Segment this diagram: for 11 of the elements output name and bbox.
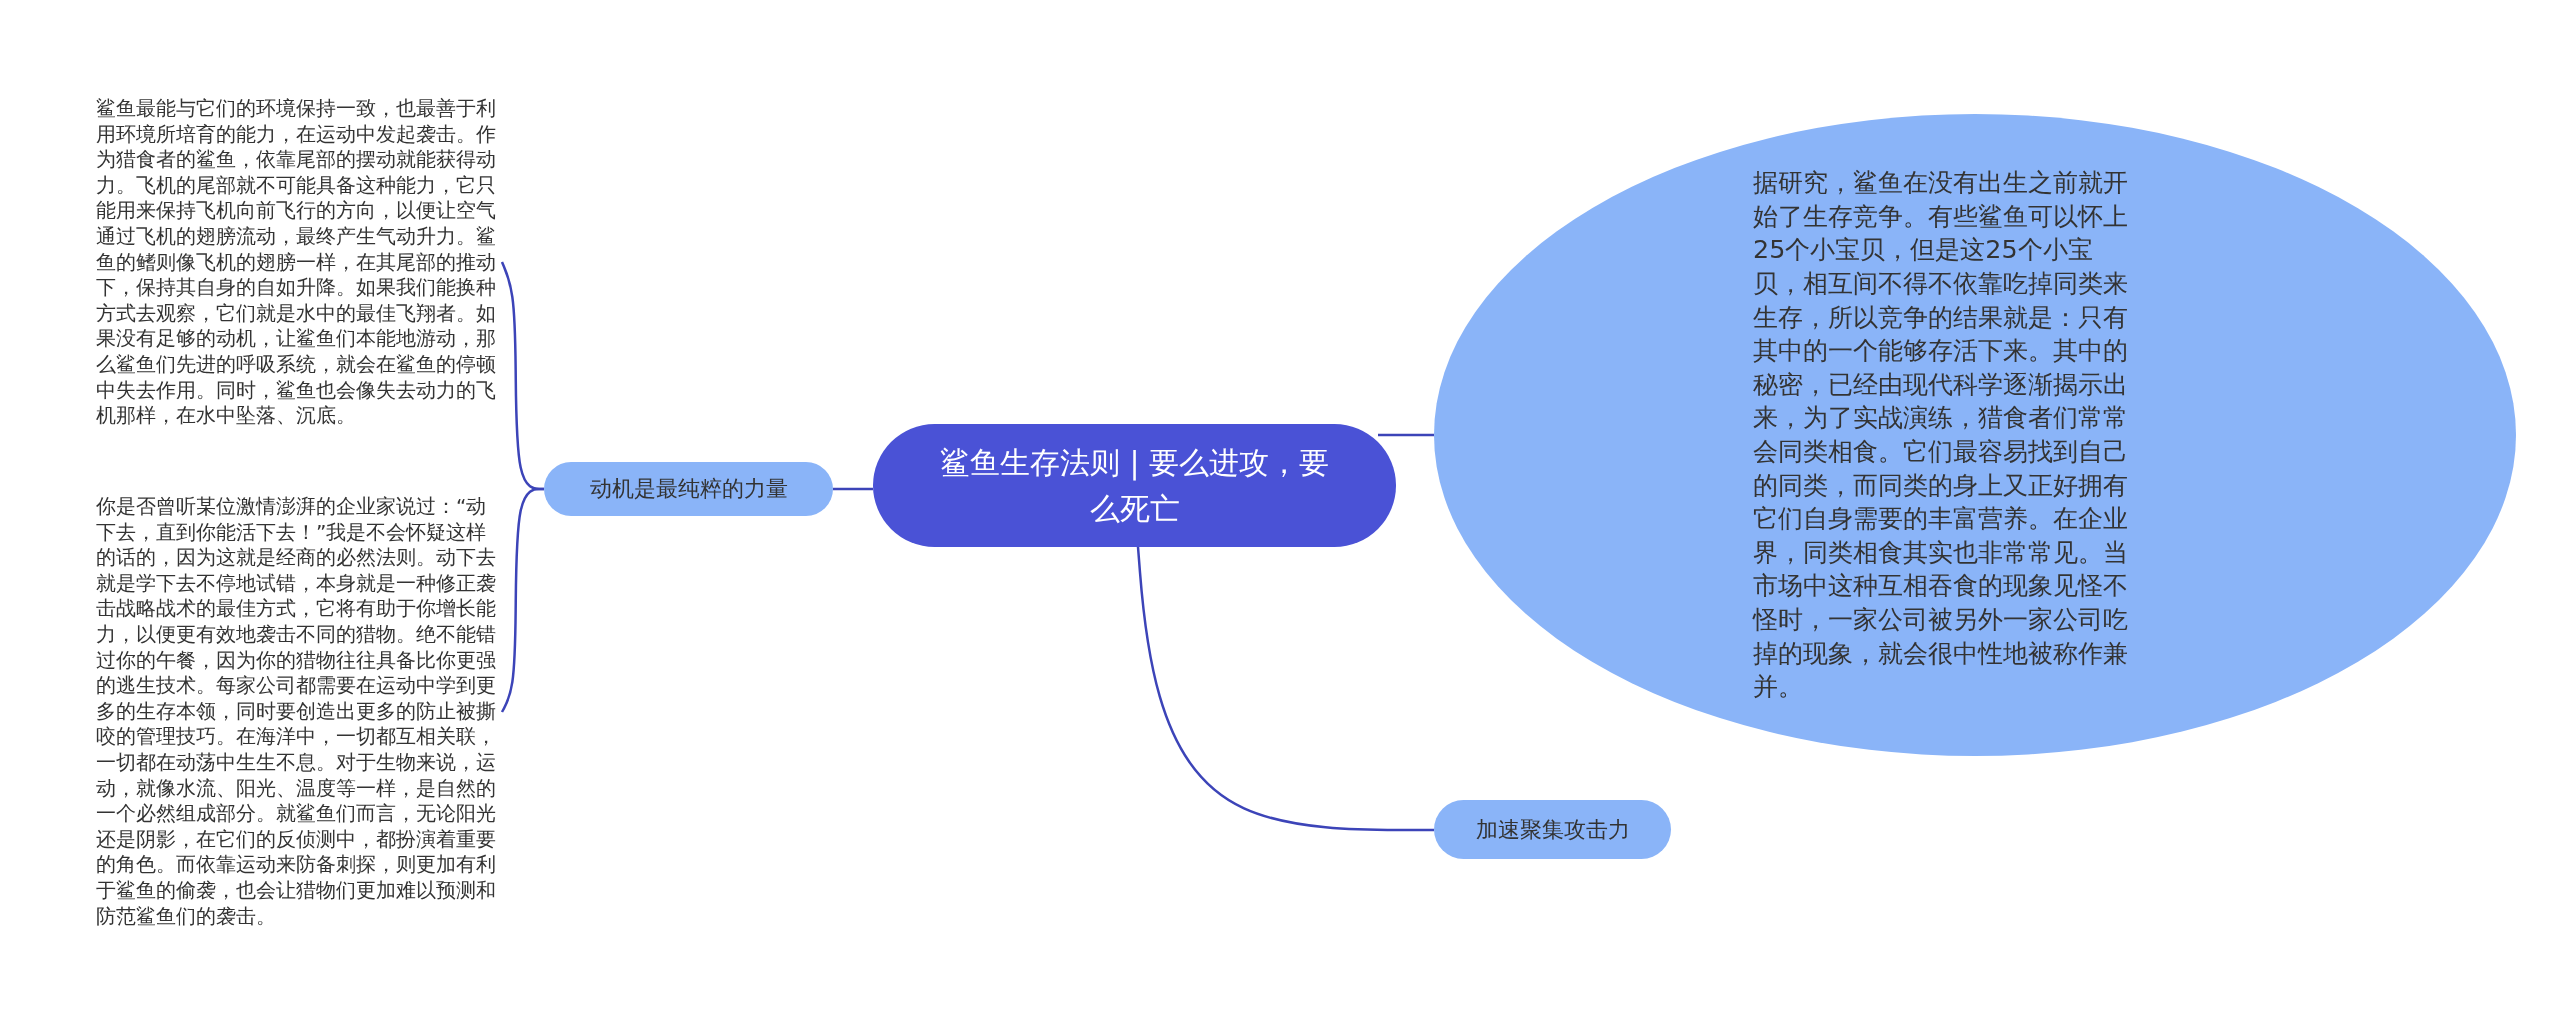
connector-line [1136,546,1434,832]
node-label: 据研究，鲨鱼在没有出生之前就开始了生存竞争。有些鲨鱼可以怀上25个小宝贝，但是这25个小宝贝，相互间不得不依靠吃掉同类来生存，所以竞争的结果就是：只有其中的一个能够存活下来。其中的秘密，已经由现代科学逐渐揭示出来，为了实战演练，猎食者们常常会同类相食。它们最容易找到自己的同类，而同类的身上又正好拥有它们自身需要的丰富营养。在企业界，同类相食其实也非常常见。当市场中这种互相吞食的现象见怪不怪时，一家公司被另外一家公司吃掉的现象，就会很中性地被称作兼并。 [1753,166,2129,704]
paragraph: 鲨鱼最能与它们的环境保持一致，也最善于利用环境所培育的能力，在运动中发起袭击。作为猎食者的鲨鱼，依靠尾部的摆动就能获得动力。飞机的尾部就不可能具备这种能力，它只能用来保持飞机向前飞行的方向，以便让空气通过飞机的翅膀流动，最终产生气动升力。鲨鱼的鳍则像飞机的翅膀一样，在其尾部的推动下，保持其自身的自如升降。如果我们能换种方式去观察，它们就是水中的最佳飞翔者。如果没有足够的动机，让鲨鱼们本能地游动，那么鲨鱼们先进的呼吸系统，就会在鲨鱼的停顿中失去作用。同时，鲨鱼也会像失去动力的飞机那样，在水中坠落、沉底。 [96,96,497,429]
node-label: 加速聚集攻击力 [1474,815,1631,844]
node-label: 动机是最纯粹的力量 [588,475,789,503]
connector-line [500,487,544,713]
node-label: 鲨鱼生存法则 | 要么进攻，要么死亡 [939,443,1330,528]
connector-line [833,487,873,491]
connector-line [1378,433,1434,437]
topic-node [544,462,833,516]
paragraph: 你是否曾听某位激情澎湃的企业家说过：“动下去，直到你能活下去！”我是不会怀疑这样的话的，因为这就是经商的必然法则。动下去就是学下去不停地试错，本身就是一种修正袭击战略战术的最佳方式，它将有助于你增长能力，以便更有效地袭击不同的猎物。绝不能错过你的午餐，因为你的猎物往往具备比你更强的逃生技术。每家公司都需要在运动中学到更多的生存本领，同时要创造出更多的防止被撕咬的管理技巧。在海洋中，一切都互相关联，一切都在动荡中生生不息。对于生物来说，运动，就像水流、阳光、温度等一样，是自然的一个必然组成部分。就鲨鱼们而言，无论阳光还是阴影，在它们的反侦测中，都扮演着重要的角色。而依靠运动来防备刺探，则更加有利于鲨鱼的偷袭，也会让猎物们更加难以预测和防范鲨鱼们的袭击。 [96,494,497,930]
